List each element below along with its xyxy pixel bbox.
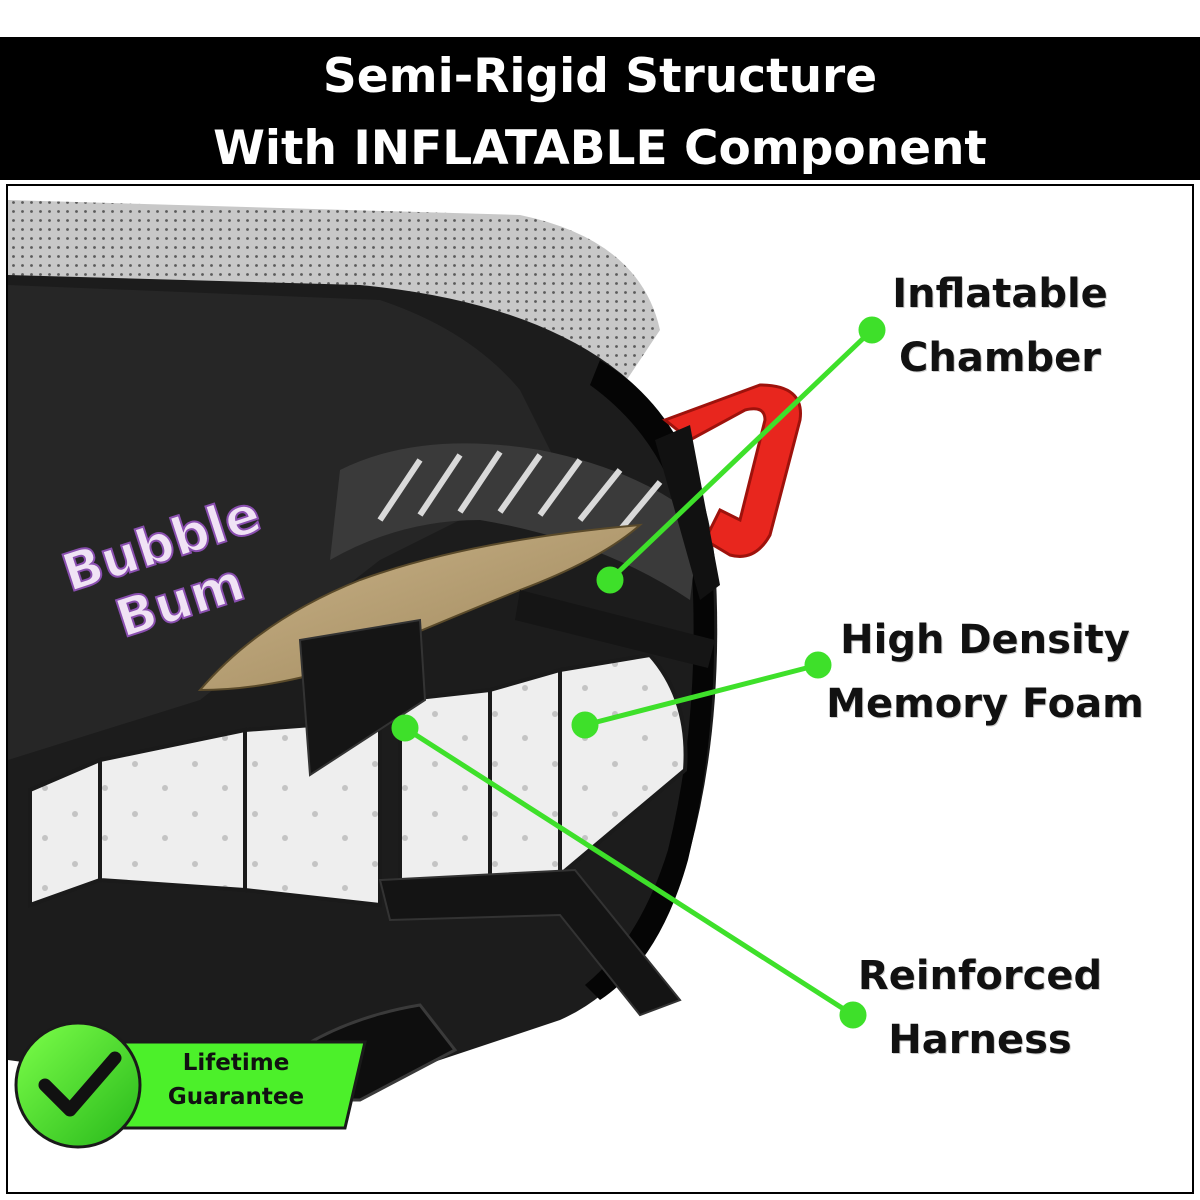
- header-banner: Semi-Rigid Structure With INFLATABLE Com…: [0, 37, 1200, 180]
- harness-strap-lower: [378, 868, 682, 1017]
- memory-foam-blocks: [28, 652, 688, 908]
- callout-label-harness-line1: Reinforced: [857, 953, 1103, 999]
- callout-dot-foam-start: [571, 711, 599, 739]
- callout-line-harness: [403, 725, 855, 1018]
- callout-dot-harness-end: [839, 1001, 867, 1029]
- callout-label-harness-line2: Harness: [888, 1017, 1072, 1063]
- harness-strap-vertical: [298, 618, 427, 777]
- guarantee-badge-text: Lifetime Guarantee: [136, 1046, 336, 1114]
- image-frame: [6, 184, 1194, 1194]
- callout-line-foam: [584, 662, 819, 728]
- callout-label-foam-line2: Memory Foam: [826, 681, 1144, 727]
- callout-lines: [391, 316, 886, 1029]
- callout-dot-harness-start: [391, 714, 419, 742]
- callout-dot-chamber-end: [858, 316, 886, 344]
- checkmark-icon: [38, 1051, 122, 1117]
- shell-rim: [585, 360, 715, 1000]
- guarantee-line2: Guarantee: [167, 1084, 305, 1110]
- callout-label-chamber-line2: Chamber: [899, 335, 1101, 381]
- chamber-stripes: [377, 450, 663, 532]
- harness-strap-cross: [515, 590, 715, 668]
- callout-dot-chamber-start: [596, 566, 624, 594]
- guarantee-line1: Lifetime: [182, 1050, 290, 1076]
- fabric-flap: [8, 285, 560, 760]
- clip-strap: [655, 425, 720, 600]
- callout-line-chamber: [608, 328, 874, 582]
- callout-label-reinforced-harness: Reinforced Harness: [835, 944, 1125, 1072]
- header-title-line1: Semi-Rigid Structure: [322, 49, 878, 104]
- guarantee-badge: [14, 1021, 367, 1149]
- mesh-top-cover: [8, 200, 660, 420]
- guarantee-badge-circle: [14, 1021, 142, 1149]
- callout-label-memory-foam: High Density Memory Foam: [800, 608, 1170, 736]
- header-title-line2: With INFLATABLE Component: [213, 121, 987, 176]
- callout-label-inflatable-chamber: Inflatable Chamber: [870, 262, 1130, 390]
- callout-dot-foam-end: [804, 651, 832, 679]
- callout-label-chamber-line1: Inflatable: [892, 271, 1108, 317]
- callout-label-foam-line1: High Density: [840, 617, 1130, 663]
